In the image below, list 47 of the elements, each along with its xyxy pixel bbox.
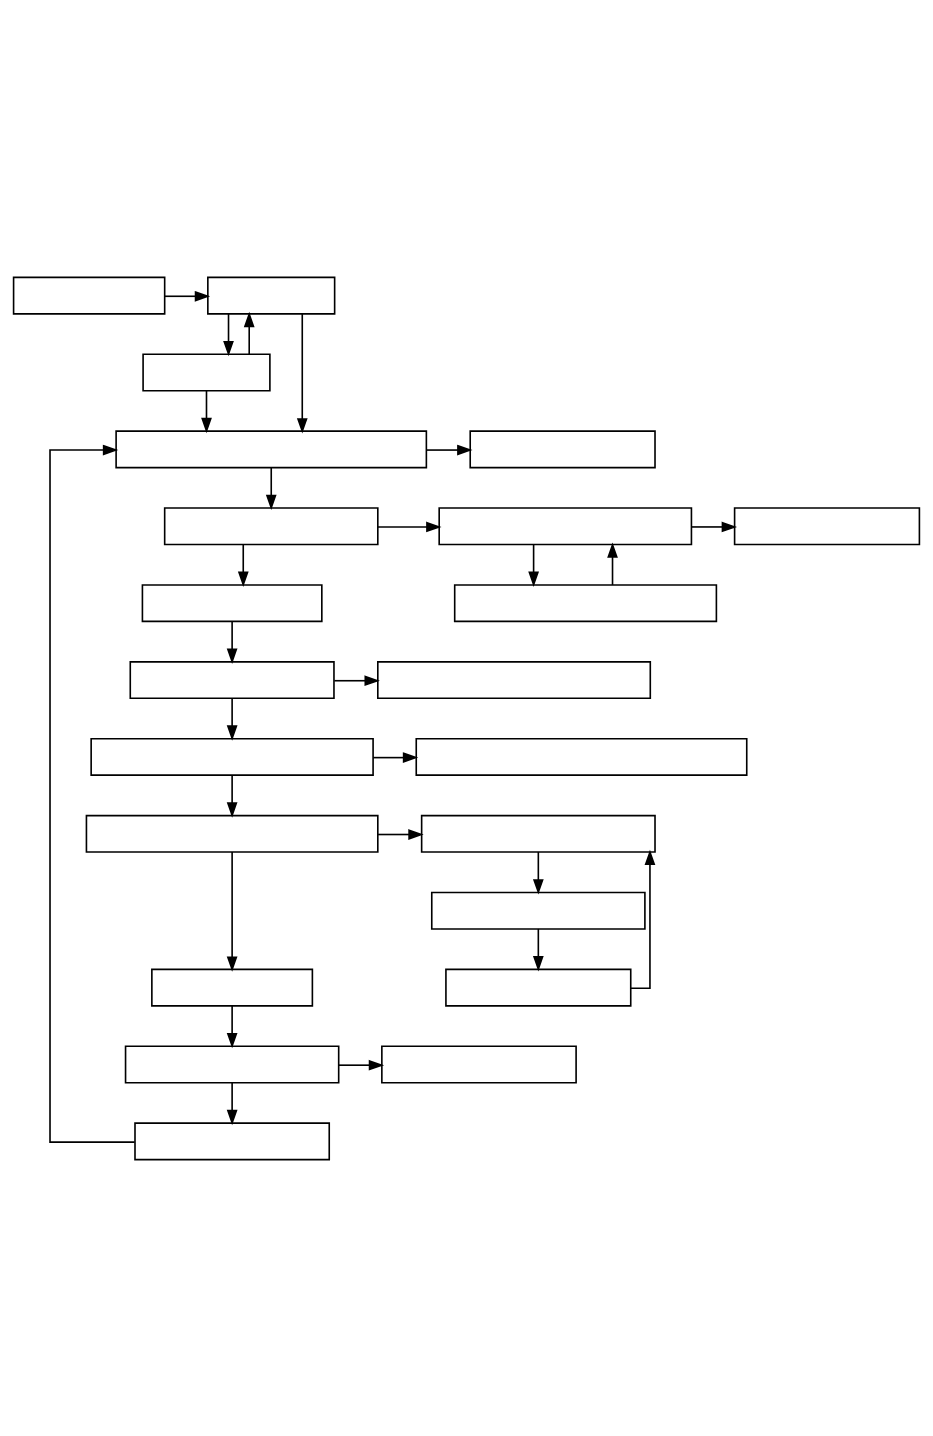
node-box: [134, 1121, 331, 1160]
arrow: [377, 828, 424, 840]
arrow: [237, 543, 249, 587]
arrow: [226, 696, 238, 741]
arrow: [49, 444, 136, 1143]
node-box: [445, 968, 632, 1007]
arrow: [532, 927, 544, 971]
arrow: [163, 290, 211, 302]
arrow: [226, 850, 238, 972]
node-box: [381, 1045, 577, 1083]
arrow: [690, 521, 738, 532]
node-box: [430, 891, 646, 930]
node-box: [415, 737, 748, 776]
node-box: [207, 276, 336, 315]
arrow: [425, 444, 473, 455]
node-box: [151, 968, 314, 1007]
arrow: [226, 773, 238, 818]
arrow: [333, 674, 380, 686]
arrow: [226, 1004, 238, 1048]
arrow: [296, 312, 308, 434]
node-box: [142, 353, 271, 391]
node-box: [438, 506, 693, 545]
node-box: [377, 660, 652, 699]
node-box: [129, 660, 335, 699]
node-box: [124, 1045, 340, 1083]
node-box: [90, 737, 374, 776]
arrow: [243, 311, 255, 355]
arrow: [377, 521, 442, 532]
node-box: [469, 429, 656, 468]
arrow: [226, 1081, 238, 1125]
node-box: [115, 429, 428, 468]
arrow: [338, 1059, 385, 1071]
node-box: [85, 814, 379, 853]
arrow: [528, 543, 539, 587]
node-box: [733, 506, 921, 545]
arrow: [265, 466, 277, 510]
node-box: [141, 583, 323, 622]
node-box: [12, 276, 166, 315]
node-box: [453, 583, 718, 622]
node-box: [420, 814, 656, 853]
arrow: [201, 389, 212, 433]
arrow: [532, 850, 544, 895]
arrow: [372, 751, 419, 763]
arrow: [607, 541, 618, 586]
arrow: [226, 620, 238, 664]
node-box: [163, 506, 379, 545]
arrow: [223, 312, 234, 356]
